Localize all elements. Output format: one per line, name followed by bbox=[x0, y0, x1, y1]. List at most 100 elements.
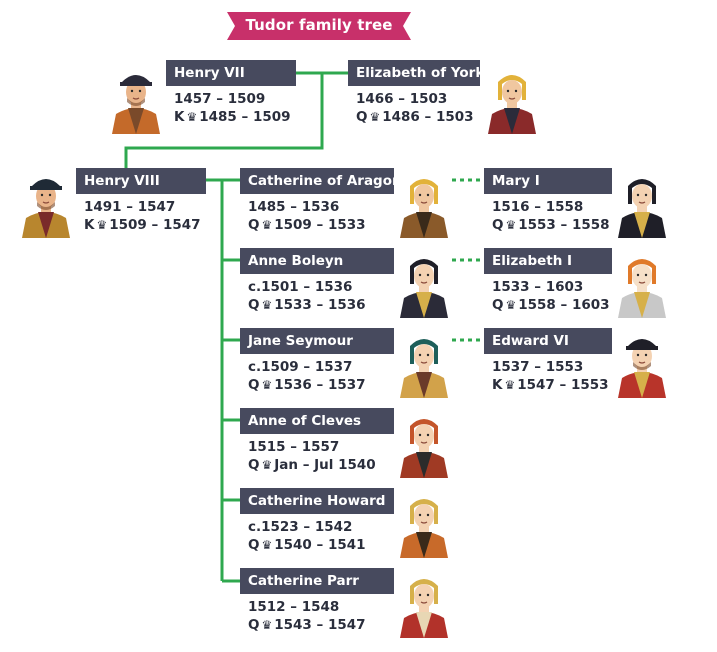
name-box: Henry VII bbox=[166, 60, 296, 86]
lifespan: c.1523 – 1542 bbox=[248, 519, 353, 535]
reign-years: 1486 – 1503 bbox=[382, 109, 474, 125]
king-portrait bbox=[108, 64, 164, 138]
name-box: Catherine of Aragon bbox=[240, 168, 402, 194]
reign-line: Q♛1553 – 1558 bbox=[492, 216, 610, 234]
title-letter: Q bbox=[248, 297, 260, 313]
lifespan: 1515 – 1557 bbox=[248, 439, 340, 455]
lifespan: 1485 – 1536 bbox=[248, 199, 340, 215]
name-box: Catherine Parr bbox=[240, 568, 394, 594]
crown-icon: ♛ bbox=[261, 458, 273, 472]
crown-icon: ♛ bbox=[505, 298, 517, 312]
crown-icon: ♛ bbox=[261, 538, 273, 552]
queen-portrait bbox=[614, 248, 670, 322]
title-letter: Q bbox=[492, 217, 504, 233]
queen-portrait bbox=[614, 168, 670, 242]
crown-icon: ♛ bbox=[186, 110, 198, 124]
name-box: Elizabeth I bbox=[484, 248, 612, 274]
reign-years: 1509 – 1533 bbox=[274, 217, 366, 233]
reign-years: 1558 – 1603 bbox=[518, 297, 610, 313]
name-box: Elizabeth of York bbox=[348, 60, 484, 86]
queen-portrait bbox=[396, 408, 452, 482]
lifespan: c.1501 – 1536 bbox=[248, 279, 353, 295]
reign-years: 1540 – 1541 bbox=[274, 537, 366, 553]
crown-icon: ♛ bbox=[504, 378, 516, 392]
lifespan: 1466 – 1503 bbox=[356, 91, 448, 107]
name-box: Anne of Cleves bbox=[240, 408, 394, 434]
queen-portrait bbox=[484, 64, 540, 138]
king-portrait bbox=[614, 328, 670, 402]
lifespan: 1457 – 1509 bbox=[174, 91, 266, 107]
reign-line: K♛1547 – 1553 bbox=[492, 376, 609, 394]
reign-years: 1533 – 1536 bbox=[274, 297, 366, 313]
queen-portrait bbox=[396, 248, 452, 322]
queen-portrait bbox=[396, 168, 452, 242]
reign-line: Q♛1509 – 1533 bbox=[248, 216, 366, 234]
reign-line: Q♛1558 – 1603 bbox=[492, 296, 610, 314]
crown-icon: ♛ bbox=[96, 218, 108, 232]
title-letter: Q bbox=[248, 377, 260, 393]
title-letter: Q bbox=[248, 537, 260, 553]
title-letter: Q bbox=[248, 457, 260, 473]
lifespan: 1533 – 1603 bbox=[492, 279, 584, 295]
reign-years: 1536 – 1537 bbox=[274, 377, 366, 393]
descent-line-henry-viii bbox=[124, 73, 324, 168]
queen-portrait bbox=[396, 328, 452, 402]
reign-years: 1543 – 1547 bbox=[274, 617, 366, 633]
reign-line: K♛1509 – 1547 bbox=[84, 216, 201, 234]
reign-years: 1547 – 1553 bbox=[517, 377, 609, 393]
name-box: Henry VIII bbox=[76, 168, 206, 194]
reign-line: Q♛Jan – Jul 1540 bbox=[248, 456, 376, 474]
title-letter: K bbox=[492, 377, 503, 393]
lifespan: 1512 – 1548 bbox=[248, 599, 340, 615]
reign-years: 1553 – 1558 bbox=[518, 217, 610, 233]
lifespan: 1491 – 1547 bbox=[84, 199, 176, 215]
reign-line: Q♛1543 – 1547 bbox=[248, 616, 366, 634]
diagram-title: Tudor family tree bbox=[245, 16, 393, 34]
reign-years: 1509 – 1547 bbox=[109, 217, 201, 233]
reign-line: Q♛1533 – 1536 bbox=[248, 296, 366, 314]
name-box: Catherine Howard bbox=[240, 488, 394, 514]
reign-line: Q♛1536 – 1537 bbox=[248, 376, 366, 394]
title-letter: Q bbox=[492, 297, 504, 313]
name-box: Mary I bbox=[484, 168, 612, 194]
reign-line: Q♛1540 – 1541 bbox=[248, 536, 366, 554]
title-letter: Q bbox=[248, 217, 260, 233]
lifespan: 1516 – 1558 bbox=[492, 199, 584, 215]
name-box: Edward VI bbox=[484, 328, 612, 354]
crown-icon: ♛ bbox=[261, 298, 273, 312]
crown-icon: ♛ bbox=[261, 218, 273, 232]
title-letter: Q bbox=[356, 109, 368, 125]
title-letter: Q bbox=[248, 617, 260, 633]
crown-icon: ♛ bbox=[261, 378, 273, 392]
crown-icon: ♛ bbox=[261, 618, 273, 632]
lifespan: 1537 – 1553 bbox=[492, 359, 584, 375]
ribbon-shape bbox=[227, 12, 411, 40]
reign-years: Jan – Jul 1540 bbox=[274, 457, 376, 473]
reign-line: K♛1485 – 1509 bbox=[174, 108, 291, 126]
reign-years: 1485 – 1509 bbox=[199, 109, 291, 125]
queen-portrait bbox=[396, 488, 452, 562]
name-box: Jane Seymour bbox=[240, 328, 394, 354]
queen-portrait bbox=[396, 568, 452, 642]
crown-icon: ♛ bbox=[369, 110, 381, 124]
title-letter: K bbox=[84, 217, 95, 233]
name-box: Anne Boleyn bbox=[240, 248, 394, 274]
title-letter: K bbox=[174, 109, 185, 125]
title-banner: Tudor family tree bbox=[227, 10, 411, 42]
reign-line: Q♛1486 – 1503 bbox=[356, 108, 474, 126]
king-portrait bbox=[18, 168, 74, 242]
lifespan: c.1509 – 1537 bbox=[248, 359, 353, 375]
